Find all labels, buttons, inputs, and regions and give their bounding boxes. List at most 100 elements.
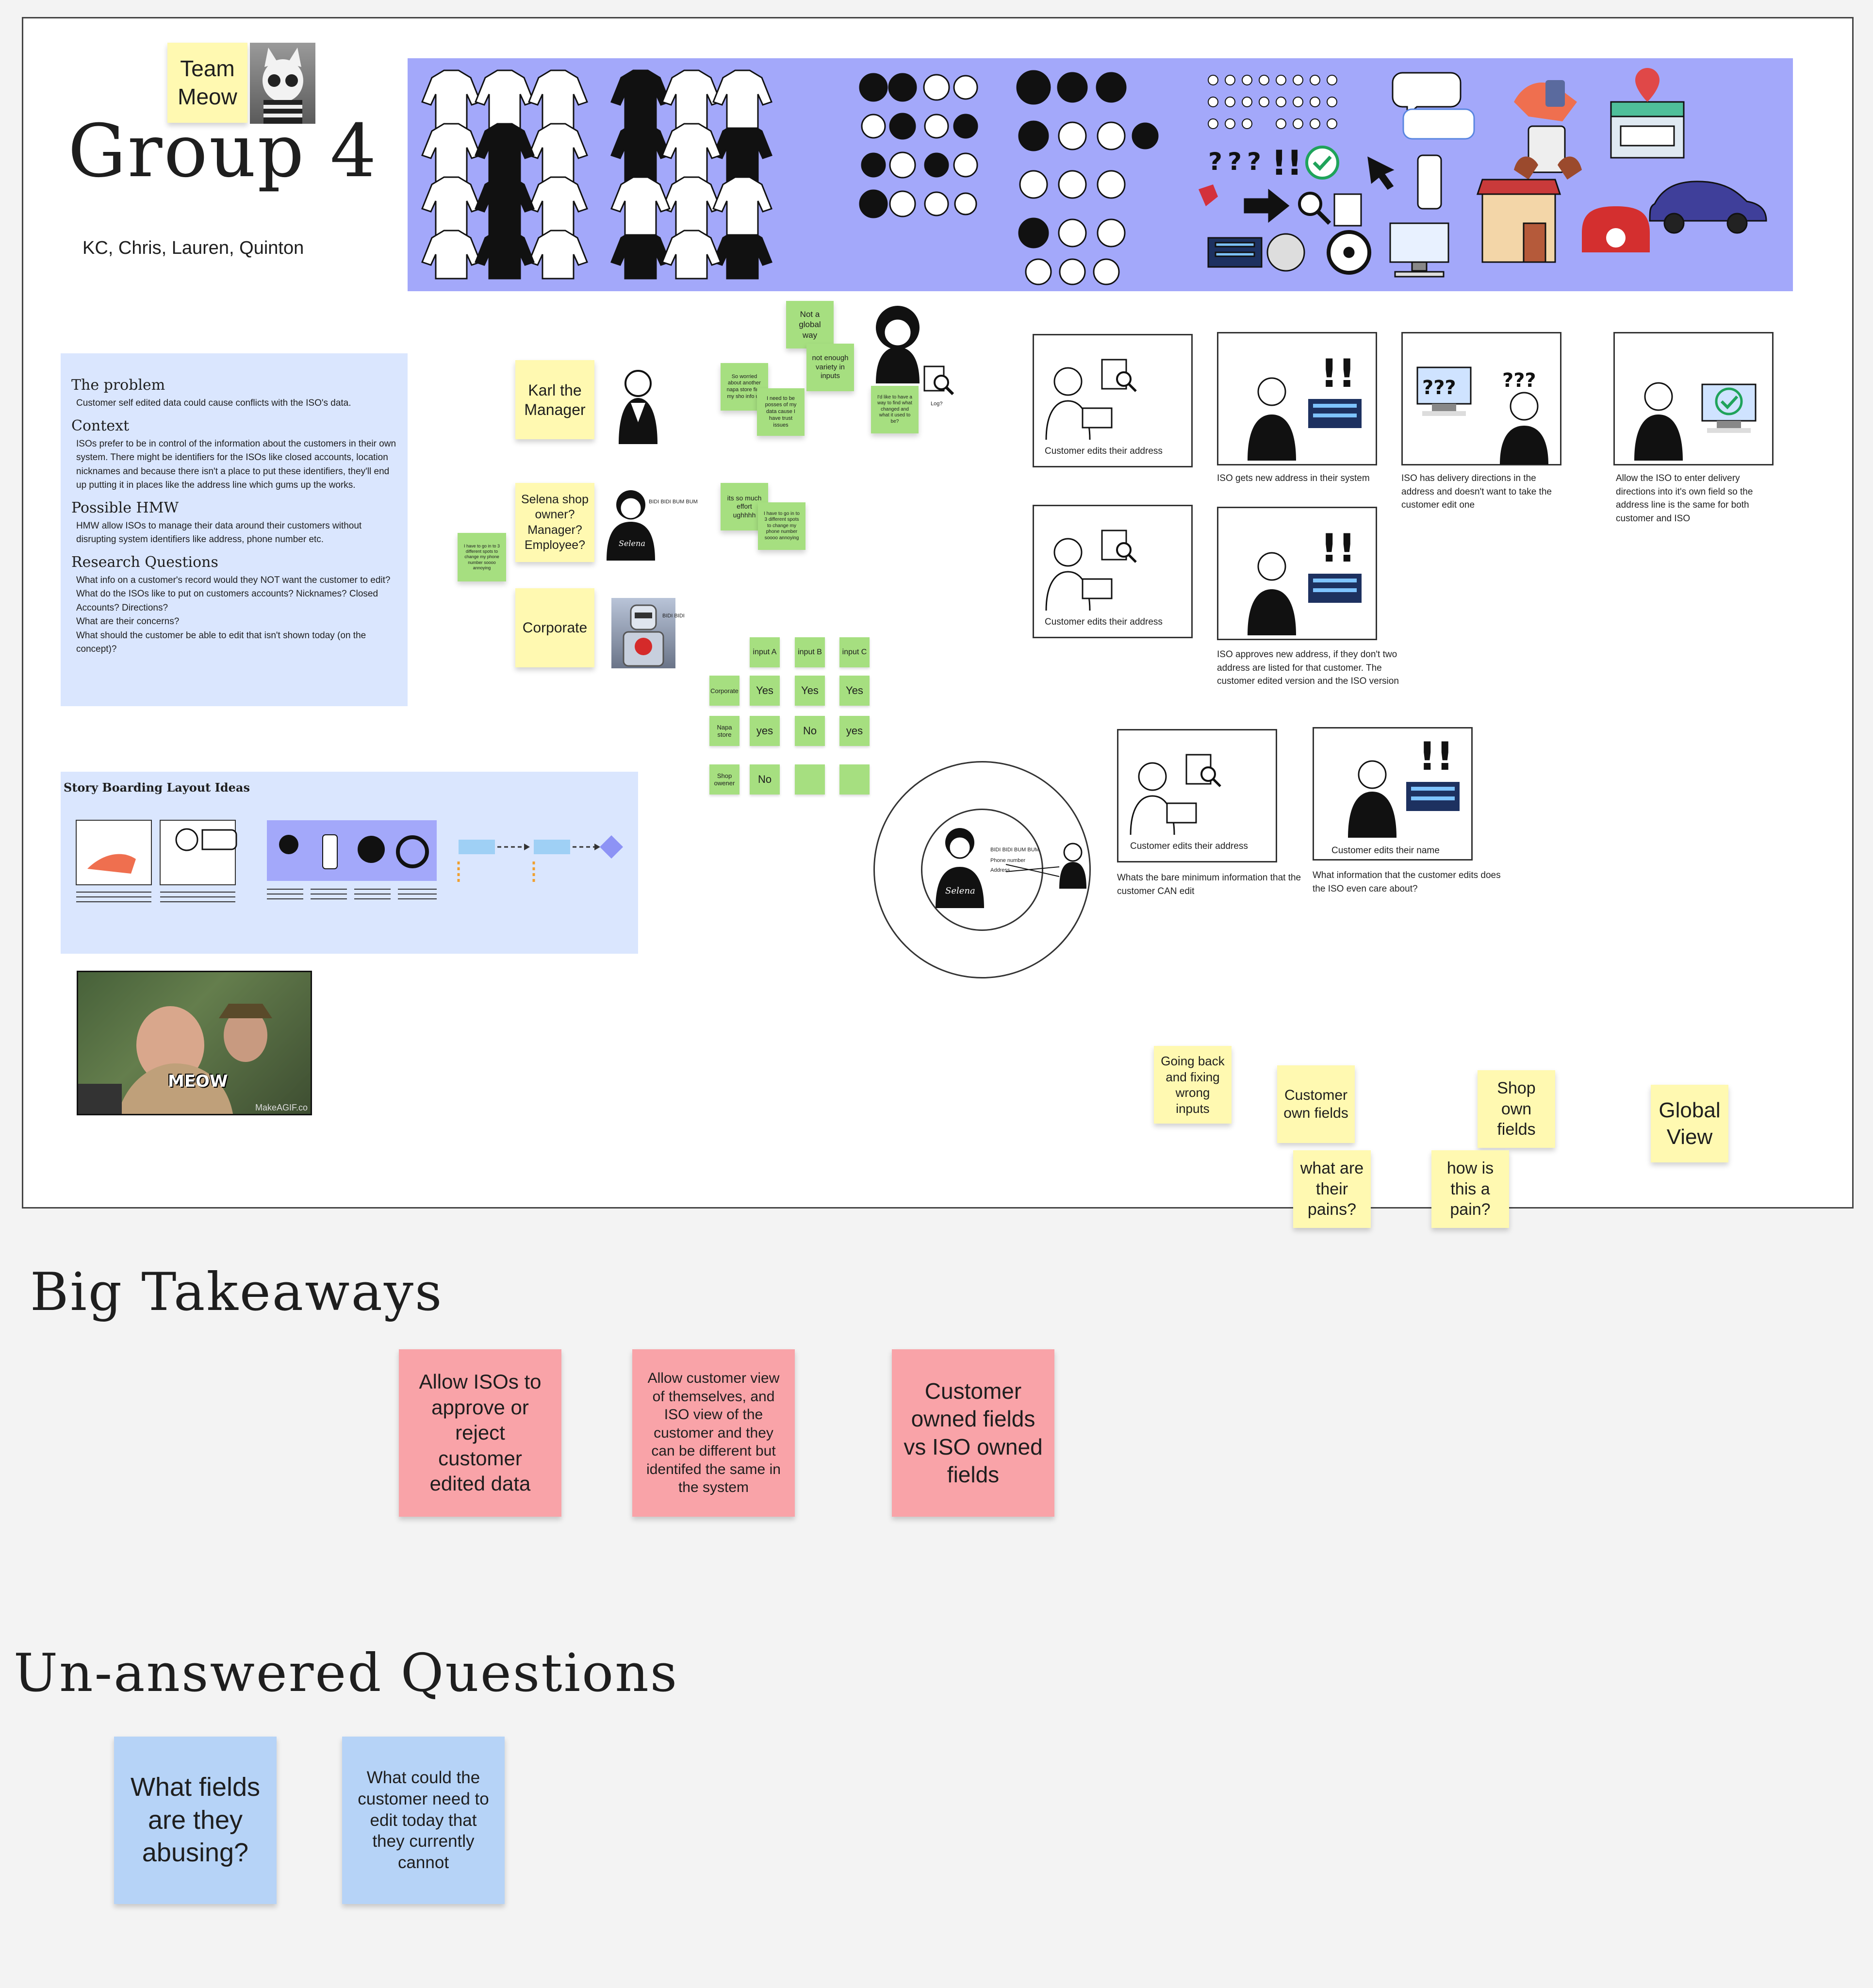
svg-text:?: ?: [1247, 148, 1261, 176]
icon-library-art: ? ? ? !!: [421, 68, 1767, 285]
karl-note[interactable]: Karl the Manager: [515, 360, 594, 439]
takeaway-note[interactable]: Customer owned fields vs ISO owned field…: [892, 1349, 1054, 1517]
customer-own-fields-note[interactable]: Customer own fields: [1277, 1065, 1355, 1143]
cat-avatar-icon: [250, 43, 315, 124]
person-laptop-icon: [1045, 530, 1137, 611]
storyboard-caption: What information that the customer edits…: [1313, 870, 1501, 894]
table-cell[interactable]: [795, 764, 825, 795]
table-cell[interactable]: yes: [839, 716, 870, 746]
storyboard-card-5[interactable]: Customer edits their address: [1033, 505, 1193, 638]
svg-text:???: ???: [1502, 369, 1536, 392]
possess-note[interactable]: I need to be posses of my data cause I h…: [757, 388, 805, 436]
small-annoyed-note[interactable]: I have to go in to 3 different spots to …: [458, 533, 506, 581]
table-cell[interactable]: Yes: [795, 676, 825, 706]
storyboard-caption: ISO gets new address in their system: [1217, 473, 1370, 483]
going-back-note[interactable]: Going back and fixing wrong inputs: [1154, 1046, 1232, 1124]
storyboard-card-7[interactable]: Customer edits their address: [1117, 729, 1277, 862]
table-cell[interactable]: yes: [750, 716, 780, 746]
storyboard-caption: Allow the ISO to enter delivery directio…: [1616, 473, 1753, 524]
meme-image[interactable]: MEOW MakeAGIF.co: [77, 971, 312, 1115]
table-cell[interactable]: [839, 764, 870, 795]
table-cell[interactable]: No: [750, 764, 780, 795]
iso-confused-art: ??? ???: [1416, 366, 1548, 464]
hmw-text: HMW allow ISOs to manage their data arou…: [76, 520, 362, 545]
table-header-cell[interactable]: input B: [795, 637, 825, 667]
shop-own-fields-note[interactable]: Shop own fields: [1478, 1070, 1555, 1148]
table-cell[interactable]: Yes: [750, 676, 780, 706]
log-magnifier-icon: [922, 364, 956, 398]
storyboard-card-6[interactable]: !!: [1217, 507, 1377, 640]
team-meow-note[interactable]: Team Meow: [167, 43, 247, 123]
table-row-label[interactable]: Corporate: [709, 676, 739, 706]
person-laptop-icon: [1045, 359, 1137, 440]
iso-approved-art: [1634, 382, 1757, 461]
takeaway-note[interactable]: Allow customer view of themselves, and I…: [632, 1349, 795, 1517]
storyboard-caption: Customer edits their address: [1045, 446, 1163, 456]
iso-server-alert-art: !!: [1248, 351, 1362, 461]
page-title: Group 4: [68, 109, 378, 194]
global-view-note[interactable]: Global View: [1651, 1085, 1728, 1162]
not-global-note[interactable]: Not a global way: [786, 301, 834, 348]
storyboard-card-2[interactable]: !!: [1217, 332, 1377, 465]
takeaways-heading: Big Takeaways: [30, 1262, 444, 1323]
table-header-cell[interactable]: input A: [750, 637, 780, 667]
table-cell[interactable]: Yes: [839, 676, 870, 706]
storyboard-card-1[interactable]: Customer edits their address: [1033, 334, 1193, 467]
svg-text:Selena: Selena: [619, 539, 645, 548]
storyboard-caption: Customer edits their address: [1045, 617, 1163, 627]
circle-diagram[interactable]: Selena BIDI BIDI BUM BUM Phone number Ad…: [873, 761, 1091, 978]
storyboard-card-3[interactable]: ??? ???: [1401, 332, 1561, 465]
storyboard-card-4[interactable]: [1613, 332, 1774, 465]
storyboard-caption: Whats the bare minimum information that …: [1117, 873, 1301, 896]
storyboard-card-8[interactable]: !! Customer edits their name: [1313, 727, 1473, 861]
table-cell[interactable]: No: [795, 716, 825, 746]
storyboard-caption: Customer edits their name: [1331, 845, 1440, 856]
what-pains-note[interactable]: what are their pains?: [1293, 1150, 1371, 1228]
inner-circle: [921, 809, 1043, 931]
problem-heading: The problem: [71, 377, 165, 394]
iso-server-alert-art: !!: [1348, 734, 1460, 838]
svg-text:Selena: Selena: [945, 886, 975, 896]
karl-avatar-icon: [619, 370, 657, 444]
person-laptop-icon: [1130, 754, 1221, 835]
svg-text:!!: !!: [1418, 734, 1454, 779]
problem-panel[interactable]: The problem Customer self edited data co…: [61, 353, 408, 706]
research-heading: Research Questions: [71, 553, 218, 571]
context-heading: Context: [71, 417, 130, 434]
storyboard-caption: Customer edits their address: [1130, 841, 1248, 851]
svg-text:???: ???: [1422, 377, 1456, 399]
takeaway-note[interactable]: Allow ISOs to approve or reject customer…: [399, 1349, 561, 1517]
circle-label: Address: [990, 867, 1010, 873]
storyboard-layout-panel[interactable]: Story Boarding Layout Ideas: [61, 772, 638, 954]
members-list: KC, Chris, Lauren, Quinton: [82, 238, 304, 258]
log-label: Log?: [931, 401, 943, 407]
how-pain-note[interactable]: how is this a pain?: [1431, 1150, 1509, 1228]
corporate-song-label: BIDI BIDI: [662, 613, 685, 619]
circle-label: Phone number: [990, 858, 1026, 863]
variety-note[interactable]: not enough variety in inputs: [806, 344, 854, 391]
question-note[interactable]: What could the customer need to edit tod…: [342, 1737, 505, 1904]
question-note[interactable]: What fields are they abusing?: [114, 1737, 277, 1904]
research-text: What info on a customer's record would t…: [76, 575, 391, 655]
svg-text:!!: !!: [1320, 351, 1356, 396]
icon-library-band[interactable]: ? ? ? !!: [408, 58, 1793, 291]
selena-song-label: BIDI BIDI BUM BUM: [649, 499, 698, 505]
table-row-label[interactable]: Shop owener: [709, 764, 739, 795]
questions-heading: Un-answered Questions: [14, 1643, 679, 1704]
persona-afro-icon: [871, 306, 924, 383]
storyboard-panel-title: Story Boarding Layout Ideas: [64, 780, 250, 795]
table-header-cell[interactable]: input C: [839, 637, 870, 667]
svg-text:?: ?: [1228, 148, 1242, 176]
table-row-label[interactable]: Napa store: [709, 716, 739, 746]
svg-text:?: ?: [1208, 148, 1222, 176]
storyboard-caption: ISO has delivery directions in the addre…: [1401, 473, 1552, 511]
meme-caption: MEOW: [168, 1072, 228, 1091]
corporate-note[interactable]: Corporate: [515, 588, 594, 667]
spots-note[interactable]: I have to go in to 3 different spots to …: [758, 502, 805, 550]
corporate-robot-image: [611, 598, 675, 668]
meme-photo-art: [78, 972, 311, 1114]
find-changes-note[interactable]: I'd like to have a way to find what chan…: [871, 386, 919, 433]
problem-text: Customer self edited data could cause co…: [76, 398, 351, 408]
circle-diagram-art: Selena: [936, 828, 1086, 908]
selena-note[interactable]: Selena shop owner? Manager? Employee?: [515, 483, 594, 562]
